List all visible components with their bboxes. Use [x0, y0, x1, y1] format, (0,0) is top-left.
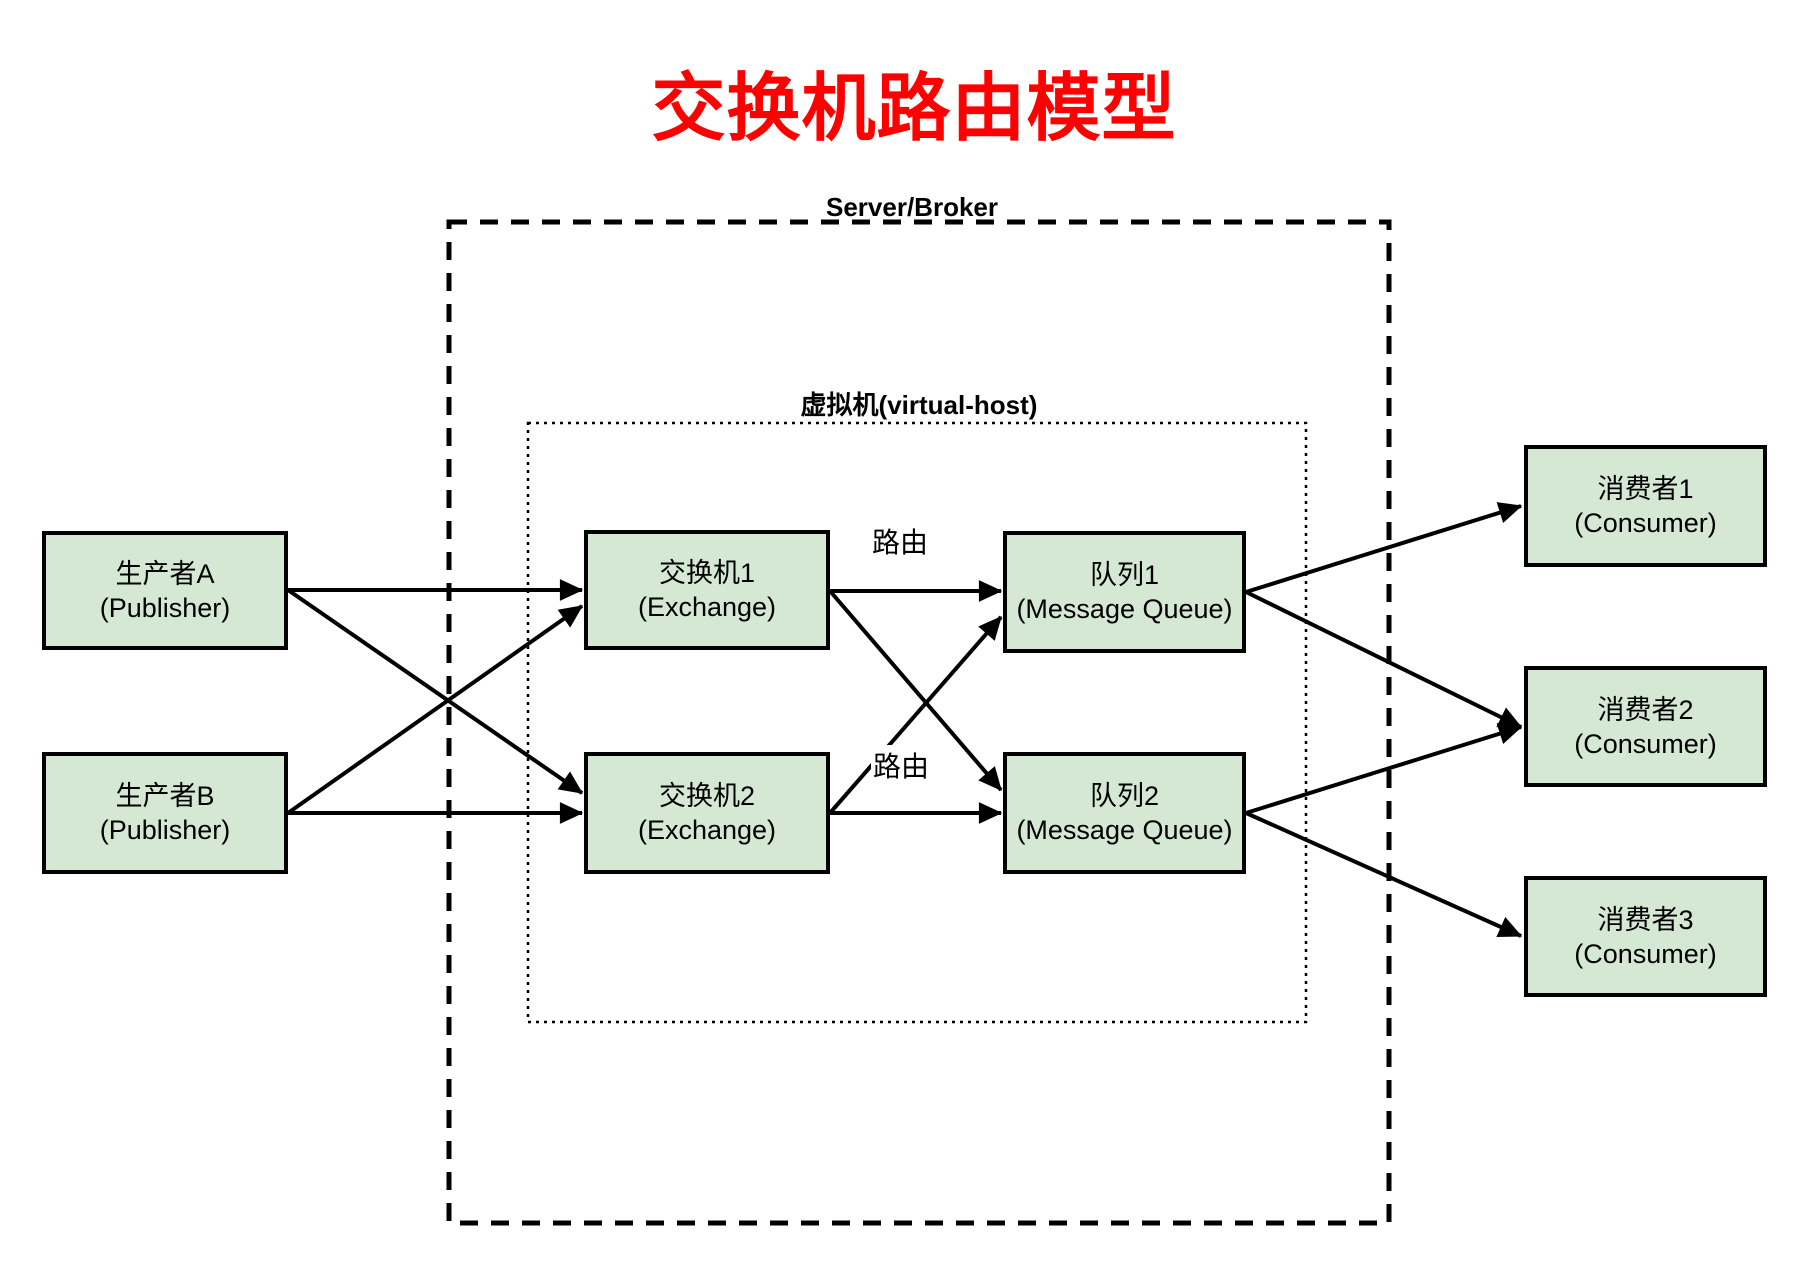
- node-queue-2-title: 队列2: [1089, 781, 1160, 811]
- node-consumer-2: 消费者2 (Consumer): [1524, 666, 1767, 787]
- node-queue-2: 队列2 (Message Queue): [1003, 752, 1246, 874]
- arrow-queue-1-to-consumer-1: [1245, 502, 1523, 594]
- arrow-queue-2-to-consumer-3: [1245, 811, 1523, 938]
- node-exchange-1: 交换机1 (Exchange): [584, 530, 830, 650]
- arrow-publisher-b-to-exchange-1: [286, 604, 584, 815]
- node-queue-1-subtitle: (Message Queue): [1016, 594, 1233, 624]
- node-publisher-a: 生产者A (Publisher): [42, 531, 288, 650]
- node-consumer-3-title: 消费者3: [1597, 904, 1694, 935]
- node-queue-1-title: 队列1: [1089, 560, 1160, 590]
- node-queue-1: 队列1 (Message Queue): [1003, 531, 1246, 653]
- node-publisher-b-subtitle: (Publisher): [99, 815, 231, 845]
- node-consumer-1: 消费者1 (Consumer): [1524, 445, 1767, 567]
- node-exchange-1-subtitle: (Exchange): [637, 592, 777, 622]
- node-consumer-1-title: 消费者1: [1597, 474, 1694, 504]
- node-publisher-b-title: 生产者B: [115, 781, 215, 811]
- virtual-host-label: 虚拟机(virtual-host): [800, 390, 1038, 420]
- server-broker-container: [446, 219, 1392, 1226]
- node-consumer-3: 消费者3 (Consumer): [1524, 876, 1767, 997]
- node-exchange-2-title: 交换机2: [658, 781, 756, 811]
- virtual-host-container: [526, 421, 1308, 1024]
- arrow-exchange-1-to-queue-2: [828, 589, 1003, 792]
- arrow-queue-1-to-consumer-2: [1245, 590, 1523, 729]
- arrow-publisher-a-to-exchange-2: [286, 588, 584, 795]
- node-consumer-3-subtitle: (Consumer): [1574, 938, 1717, 969]
- node-consumer-2-title: 消费者2: [1597, 694, 1694, 725]
- node-publisher-b: 生产者B (Publisher): [42, 752, 288, 874]
- node-publisher-a-title: 生产者A: [115, 558, 215, 589]
- route-label-1: 路由: [869, 521, 931, 561]
- node-consumer-1-subtitle: (Consumer): [1574, 508, 1717, 538]
- arrow-queue-2-to-consumer-2: [1245, 723, 1523, 815]
- page-title: 交换机路由模型: [651, 66, 1177, 150]
- node-publisher-a-subtitle: (Publisher): [99, 592, 231, 623]
- node-queue-2-subtitle: (Message Queue): [1016, 815, 1233, 845]
- node-exchange-1-title: 交换机1: [658, 558, 756, 588]
- node-exchange-2: 交换机2 (Exchange): [584, 752, 830, 874]
- server-broker-label: Server/Broker: [826, 192, 998, 222]
- route-label-2: 路由: [870, 745, 932, 785]
- arrow-exchange-2-to-queue-1: [828, 615, 1003, 815]
- node-consumer-2-subtitle: (Consumer): [1574, 728, 1717, 759]
- node-exchange-2-subtitle: (Exchange): [637, 815, 777, 845]
